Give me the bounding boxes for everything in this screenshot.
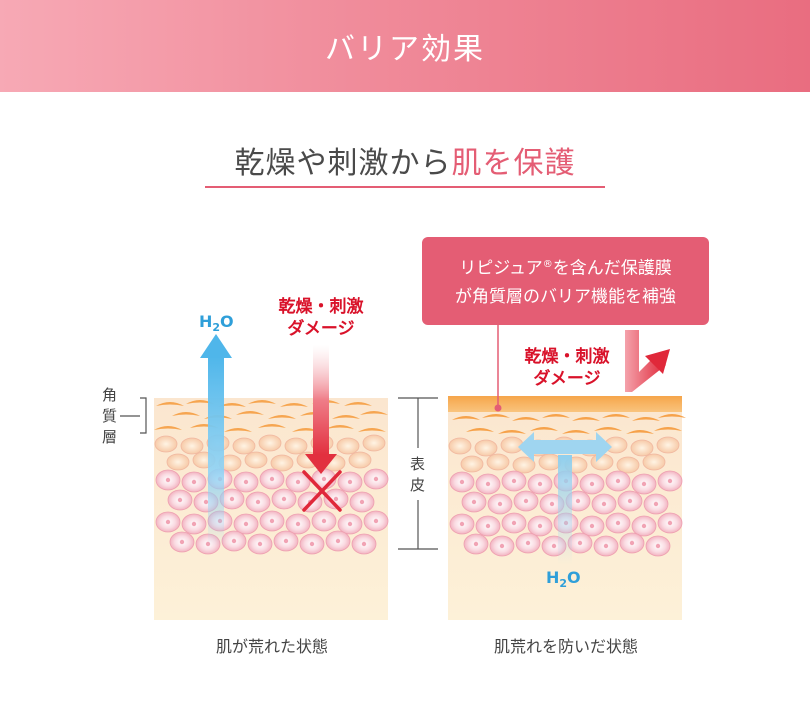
right-damage-label: 乾燥・刺激 ダメージ (524, 347, 610, 389)
right-damage-arrow (625, 330, 670, 392)
heading-accent: 肌を保護 (451, 146, 576, 181)
heading-part1: 乾燥や刺激から (234, 146, 452, 181)
left-h2o-label: H2O (199, 312, 234, 335)
left-caption: 肌が荒れた状態 (215, 637, 328, 656)
protective-film (448, 396, 682, 412)
left-damage-arrow (305, 345, 337, 474)
main-heading: 乾燥や刺激から肌を保護 (0, 138, 810, 182)
left-water-arrow (200, 334, 232, 546)
right-skin-panel (448, 325, 686, 620)
left-damage-label: 乾燥・刺激 ダメージ (278, 297, 364, 339)
callout-box: リピジュア®を含んだ保護膜 が角質層のバリア機能を補強 (422, 237, 709, 325)
epidermis-bracket (398, 397, 438, 550)
stratum-bracket (120, 397, 147, 434)
callout-line1: リピジュア®を含んだ保護膜 (459, 258, 672, 279)
callout-line2: が角質層のバリア機能を補強 (455, 286, 676, 307)
right-caption: 肌荒れを防いだ状態 (493, 637, 638, 656)
stratum-corneum-label: 角 質 層 (102, 386, 118, 446)
banner-title: バリア効果 (325, 32, 485, 67)
header-banner: バリア効果 (0, 0, 810, 92)
cross-icon (302, 470, 342, 512)
callout-pointer (494, 325, 502, 412)
epidermis-label: 表 皮 (410, 455, 426, 494)
left-skin-panel (154, 334, 389, 620)
heading-underline (205, 186, 605, 188)
right-h2o-label: H2O (546, 568, 581, 591)
right-water-arrow (518, 432, 612, 565)
registered-mark: ® (542, 259, 553, 271)
